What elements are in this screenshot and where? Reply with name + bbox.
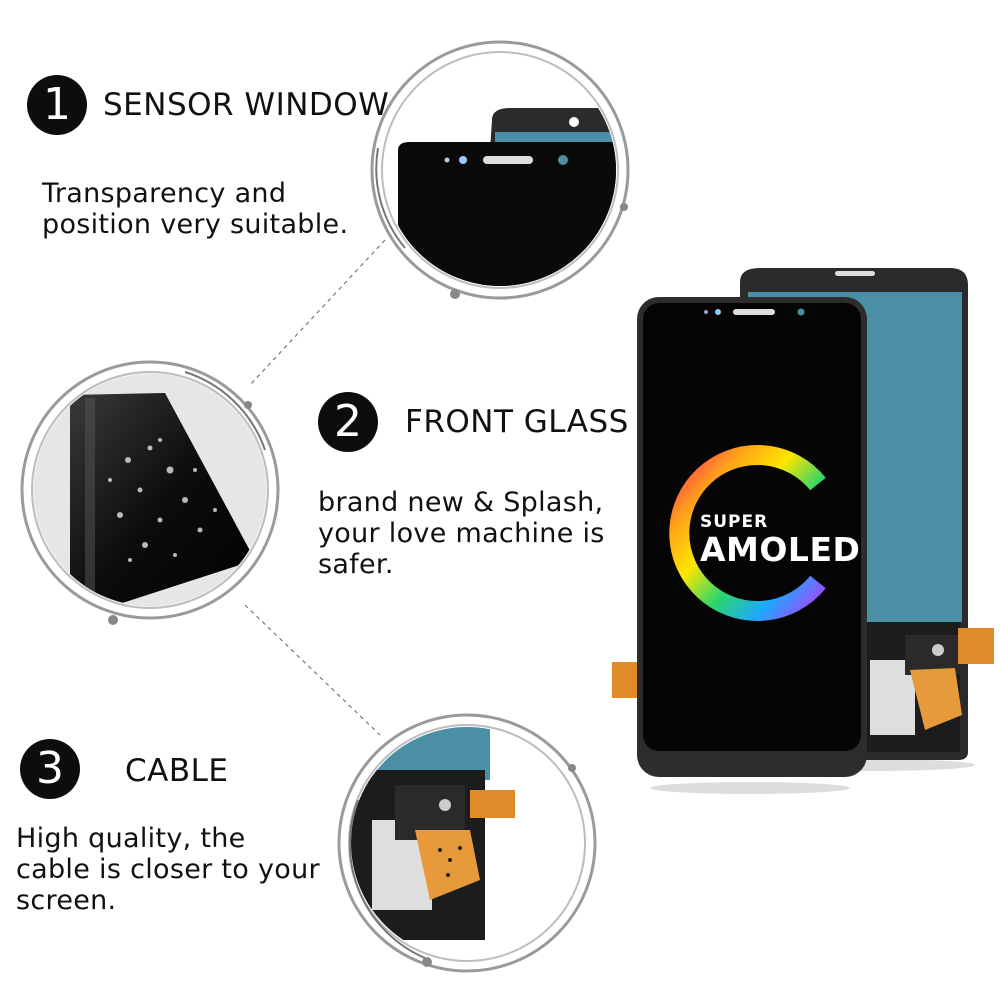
step-3-badge: 3 bbox=[20, 739, 80, 799]
description-line: Transparency and bbox=[42, 178, 287, 209]
description-line: cable is closer to your bbox=[16, 854, 320, 885]
cable-title: CABLE bbox=[125, 753, 229, 789]
front-glass-zoom bbox=[20, 360, 280, 625]
connector-line bbox=[249, 239, 386, 386]
logo-amoled-text: AMOLED bbox=[700, 530, 860, 569]
sensor-window-zoom bbox=[370, 40, 630, 300]
description-line: safer. bbox=[318, 549, 394, 580]
step-1-badge: 1 bbox=[27, 75, 87, 135]
connector-line bbox=[244, 604, 381, 736]
description-line: screen. bbox=[16, 885, 117, 916]
description-line: your love machine is bbox=[318, 518, 605, 549]
sensor-window-title: SENSOR WINDOW bbox=[103, 87, 390, 123]
front-glass-title: FRONT GLASS bbox=[405, 404, 629, 440]
super-amoled-logo: SUPER AMOLED bbox=[669, 445, 860, 621]
cable-zoom bbox=[337, 713, 597, 973]
screen-front-display bbox=[612, 297, 867, 794]
cable-description: High quality, the cable is closer to you… bbox=[16, 823, 320, 916]
step-2-badge: 2 bbox=[318, 392, 378, 452]
description-line: position very suitable. bbox=[42, 209, 349, 240]
front-glass-description: brand new & Splash, your love machine is… bbox=[318, 487, 605, 580]
description-line: High quality, the bbox=[16, 823, 246, 854]
description-line: brand new & Splash, bbox=[318, 487, 604, 518]
sensor-window-description: Transparency and position very suitable. bbox=[42, 178, 348, 240]
logo-super-text: SUPER bbox=[700, 512, 768, 532]
